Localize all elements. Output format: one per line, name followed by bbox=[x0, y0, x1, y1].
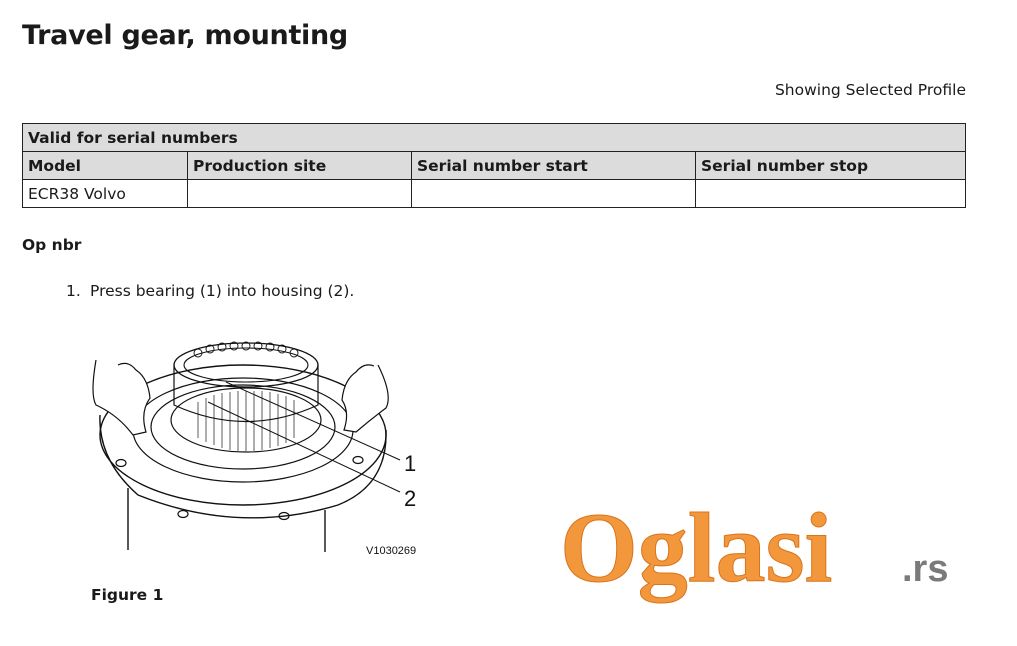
step-number: 1. bbox=[66, 282, 81, 300]
cell-serial-start bbox=[411, 179, 696, 208]
page-title: Travel gear, mounting bbox=[22, 20, 348, 51]
op-number-label: Op nbr bbox=[22, 236, 82, 254]
table-group-header-row: Valid for serial numbers bbox=[22, 123, 966, 152]
oglasi-watermark: Oglasi .rs bbox=[560, 495, 949, 604]
serial-number-table: Valid for serial numbers Model Productio… bbox=[22, 123, 966, 208]
callout-2: 2 bbox=[404, 486, 416, 511]
image-code: V1030269 bbox=[366, 545, 416, 557]
table-group-header: Valid for serial numbers bbox=[22, 123, 966, 152]
step-item: 1. Press bearing (1) into housing (2). bbox=[66, 282, 354, 300]
cell-serial-stop bbox=[695, 179, 966, 208]
cell-production-site bbox=[187, 179, 412, 208]
callout-1: 1 bbox=[404, 451, 416, 476]
column-header-model: Model bbox=[22, 151, 188, 180]
watermark-brand: Oglasi bbox=[560, 495, 832, 603]
bearing-housing-illustration: 1 2 V1030269 bbox=[92, 341, 416, 557]
column-header-serial-stop: Serial number stop bbox=[695, 151, 966, 180]
figure-caption: Figure 1 bbox=[91, 586, 164, 604]
cell-model: ECR38 Volvo bbox=[22, 179, 188, 208]
profile-note: Showing Selected Profile bbox=[774, 81, 966, 99]
column-header-production-site: Production site bbox=[187, 151, 412, 180]
table-header-row: Model Production site Serial number star… bbox=[22, 151, 966, 180]
step-text: Press bearing (1) into housing (2). bbox=[90, 282, 355, 300]
table-row: ECR38 Volvo bbox=[22, 179, 966, 208]
watermark-suffix: .rs bbox=[902, 548, 948, 590]
column-header-serial-start: Serial number start bbox=[411, 151, 696, 180]
